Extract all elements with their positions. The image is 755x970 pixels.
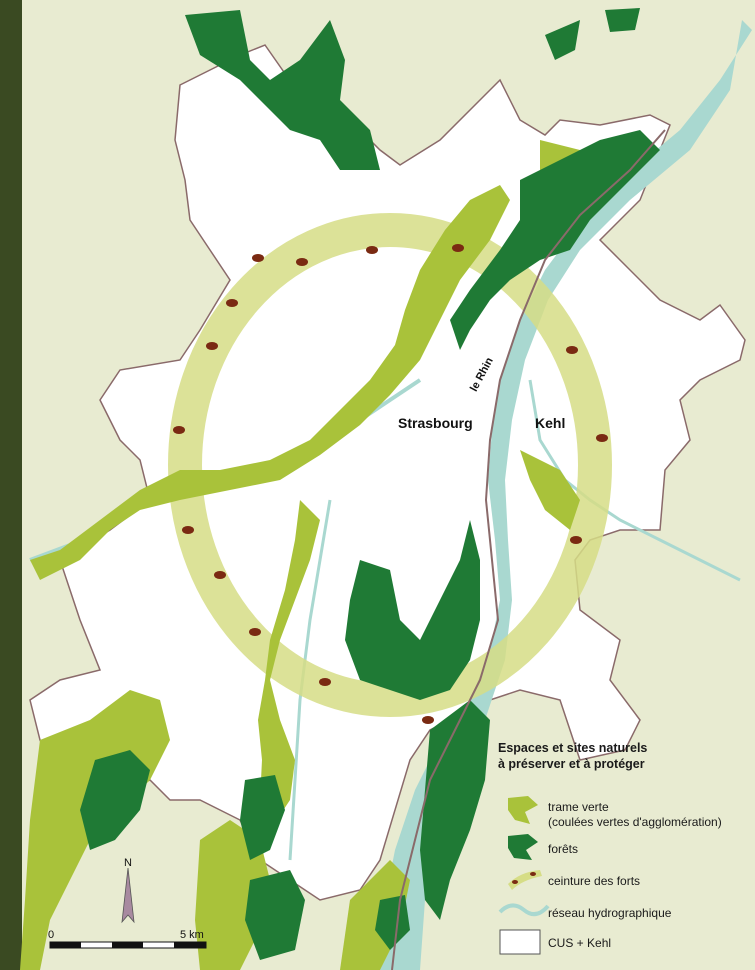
legend-swatch-green	[508, 796, 538, 824]
scale-start-label: 0	[48, 929, 54, 941]
legend-item-green-line1: trame verte	[548, 800, 609, 814]
legend-item-cus-text: CUS + Kehl	[548, 936, 612, 950]
legend-title-line1: Espaces et sites naturels	[498, 741, 648, 755]
legend-swatch-water	[498, 903, 550, 917]
scale-bar	[49, 941, 207, 949]
legend-swatches	[498, 796, 550, 955]
legend-swatch-forest	[508, 834, 538, 860]
legend-item-green-text: trame verte (coulées vertes d'agglomérat…	[548, 798, 722, 830]
legend-swatch-cus	[499, 929, 541, 955]
legend-item-belt-text: ceinture des forts	[548, 874, 641, 888]
north-label: N	[124, 857, 132, 869]
legend-item-green-line2: (coulées vertes d'agglomération)	[548, 815, 722, 829]
image-edge-strip	[0, 0, 22, 970]
north-arrow-icon	[121, 867, 135, 924]
legend-item-water-text: réseau hydrographique	[548, 906, 672, 920]
legend-item-forest-text: forêts	[548, 842, 579, 856]
legend-title: Espaces et sites naturels à préserver et…	[498, 740, 755, 772]
border-line	[391, 129, 666, 970]
forests	[80, 8, 660, 960]
forts	[173, 244, 608, 724]
label-kehl: Kehl	[535, 415, 566, 431]
legend: Espaces et sites naturels à préserver et…	[498, 740, 755, 950]
legend-title-line2: à préserver et à protéger	[498, 757, 645, 771]
fort-belt-ring	[168, 213, 612, 717]
scale-end-label: 5 km	[180, 929, 204, 941]
label-strasbourg: Strasbourg	[398, 415, 473, 431]
